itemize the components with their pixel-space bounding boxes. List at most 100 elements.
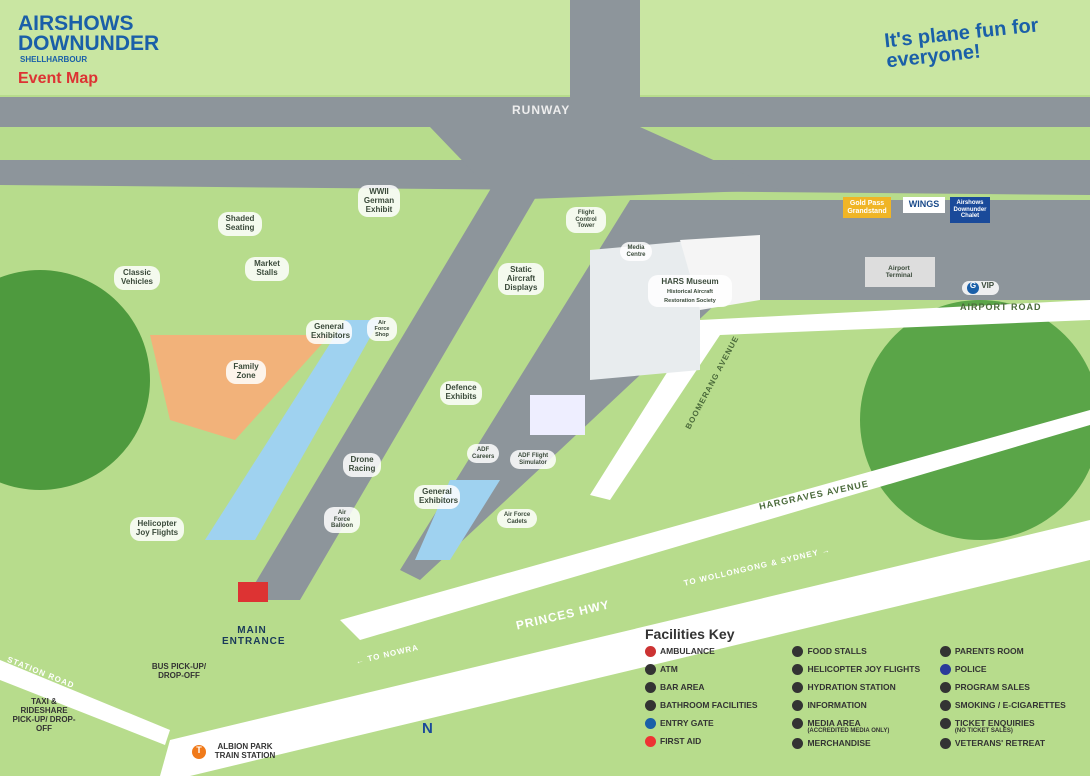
key-label: PROGRAM SALES: [954, 682, 1030, 692]
ambulance-icon: [645, 646, 656, 657]
taxi-label[interactable]: TAXI & RIDESHARE PICK-UP/ DROP-OFF: [12, 697, 76, 733]
shirt-icon: [792, 738, 804, 749]
key-label: ATM: [660, 664, 678, 674]
key-label: BATHROOM FACILITIES: [660, 700, 758, 710]
gold-pass-sign[interactable]: Gold Pass Grandstand: [843, 197, 891, 219]
key-item-label: POLICE: [955, 664, 987, 674]
key-label: SMOKING / E-CIGARETTES: [954, 700, 1066, 710]
key-item: AMBULANCE: [645, 646, 780, 660]
adf-careers-label[interactable]: ADF Careers: [467, 444, 499, 464]
key-label: MEDIA AREA: [807, 718, 861, 728]
key-item: INFORMATION: [792, 700, 927, 714]
key-label: VETERANS' RETREAT: [954, 738, 1046, 748]
key-item-label: PARENTS ROOM: [955, 646, 1024, 656]
key-item-label: ATM: [660, 664, 678, 674]
key-item-label: VETERANS' RETREAT: [955, 738, 1045, 748]
classic-vehicles-label[interactable]: Classic Vehicles: [114, 266, 160, 290]
hars-title: HARS Museum: [661, 277, 719, 286]
general-exhibitors-label-2[interactable]: General Exhibitors: [414, 485, 460, 509]
key-item: HELICOPTER JOY FLIGHTS: [792, 664, 927, 678]
control-tower-label[interactable]: Flight Control Tower: [566, 207, 606, 233]
train-station-label[interactable]: ALBION PARK TRAIN STATION: [214, 742, 276, 760]
key-label: INFORMATION: [807, 700, 867, 710]
key-note: (ACCREDITED MEDIA ONLY): [807, 728, 890, 734]
key-item-label: BATHROOM FACILITIES: [660, 700, 758, 710]
bar-icon: [645, 682, 656, 693]
atm-icon: [645, 664, 656, 675]
key-item: POLICE: [939, 664, 1085, 678]
key-item: TICKET ENQUIRIES(NO TICKET SALES): [939, 718, 1085, 734]
bus-label[interactable]: BUS PICK-UP/ DROP-OFF: [151, 662, 207, 680]
general-exhibitors-label-1[interactable]: General Exhibitors: [306, 320, 352, 344]
family-zone-area: [150, 335, 330, 440]
chalet-sign[interactable]: Airshows Downunder Chalet: [950, 197, 990, 223]
key-column: FOOD STALLS HELICOPTER JOY FLIGHTS HYDRATI…: [792, 646, 927, 752]
parents-icon: [939, 646, 951, 657]
bathroom-icon: [645, 700, 656, 711]
airstrip: [245, 190, 540, 600]
key-item-label: ENTRY GATE: [660, 718, 714, 728]
runway: [0, 97, 1090, 127]
key-item: MERCHANDISE: [792, 738, 927, 752]
runway-label: RUNWAY: [512, 103, 571, 117]
key-item-label: TICKET ENQUIRIES(NO TICKET SALES): [955, 718, 1035, 734]
key-item: FIRST AID: [645, 736, 780, 750]
boomerang-avenue: [590, 300, 1090, 500]
key-label: BAR AREA: [660, 682, 705, 692]
key-label: AMBULANCE: [660, 646, 715, 656]
map-title: Event Map: [18, 70, 99, 87]
north-arrow-icon: N: [422, 720, 434, 737]
key-label: POLICE: [954, 664, 987, 674]
market-stalls-label[interactable]: Market Stalls: [245, 257, 289, 281]
key-item-label: MERCHANDISE: [807, 738, 870, 748]
key-label: TICKET ENQUIRIES: [954, 718, 1035, 728]
key-label: PARENTS ROOM: [954, 646, 1024, 656]
key-item: MEDIA AREA(ACCREDITED MEDIA ONLY): [792, 718, 927, 734]
helicopter-joy-flights-label[interactable]: Helicopter Joy Flights: [130, 517, 184, 541]
defence-exhibits-label[interactable]: Defence Exhibits: [440, 381, 482, 405]
static-aircraft-label[interactable]: Static Aircraft Displays: [498, 263, 544, 296]
key-item: VETERANS' RETREAT: [939, 738, 1085, 752]
media-centre-label[interactable]: Media Centre: [620, 242, 652, 262]
family-zone-label[interactable]: Family Zone: [226, 360, 266, 384]
gate-icon: G: [967, 281, 979, 294]
ticket-icon: [939, 718, 951, 729]
key-item: ENTRY GATE: [645, 718, 780, 732]
drone-racing-label[interactable]: Drone Racing: [343, 453, 381, 477]
food-icon: [792, 646, 804, 657]
key-label: FIRST AID: [660, 736, 702, 746]
main-entrance-label[interactable]: MAIN ENTRANCE: [222, 625, 286, 647]
logo: AIRSHOWS DOWNUNDER: [18, 12, 160, 55]
veterans-icon: [939, 738, 951, 749]
air-force-balloon-label[interactable]: Air Force Balloon: [324, 507, 360, 533]
vip-gate[interactable]: G VIP: [962, 281, 1000, 295]
air-force-shop-label[interactable]: Air Force Shop: [367, 317, 397, 342]
key-item-label: INFORMATION: [807, 700, 866, 710]
logo-subtitle: SHELLHARBOUR: [20, 55, 88, 64]
key-item: BATHROOM FACILITIES: [645, 700, 780, 714]
key-label: HYDRATION STATION: [807, 682, 896, 692]
airport-terminal-label[interactable]: Airport Terminal: [885, 265, 913, 280]
wwii-exhibit-label[interactable]: WWII German Exhibit: [358, 185, 400, 218]
shaded-seating-label[interactable]: Shaded Seating: [218, 212, 262, 236]
key-item-label: HELICOPTER JOY FLIGHTS: [807, 664, 920, 674]
key-label: FOOD STALLS: [807, 646, 867, 656]
adf-simulator-label[interactable]: ADF Flight Simulator: [510, 450, 556, 470]
hars-subtitle: Historical Aircraft Restoration Society: [664, 288, 716, 304]
first-aid-icon: [645, 736, 656, 747]
key-item: PARENTS ROOM: [939, 646, 1085, 660]
key-label: ENTRY GATE: [660, 718, 714, 728]
train-icon: T: [192, 745, 206, 759]
vip-label: VIP: [981, 281, 995, 290]
key-item: BAR AREA: [645, 682, 780, 696]
key-item: ATM: [645, 664, 780, 678]
key-column: PARENTS ROOM POLICE PROGRAM SALES SMOKING /…: [939, 646, 1085, 752]
air-force-cadets-label[interactable]: Air Force Cadets: [497, 509, 537, 529]
key-item: FOOD STALLS: [792, 646, 927, 660]
wings-sign[interactable]: WINGS: [903, 197, 945, 213]
airport-road-label: AIRPORT ROAD: [960, 302, 1042, 312]
key-item: HYDRATION STATION: [792, 682, 927, 696]
